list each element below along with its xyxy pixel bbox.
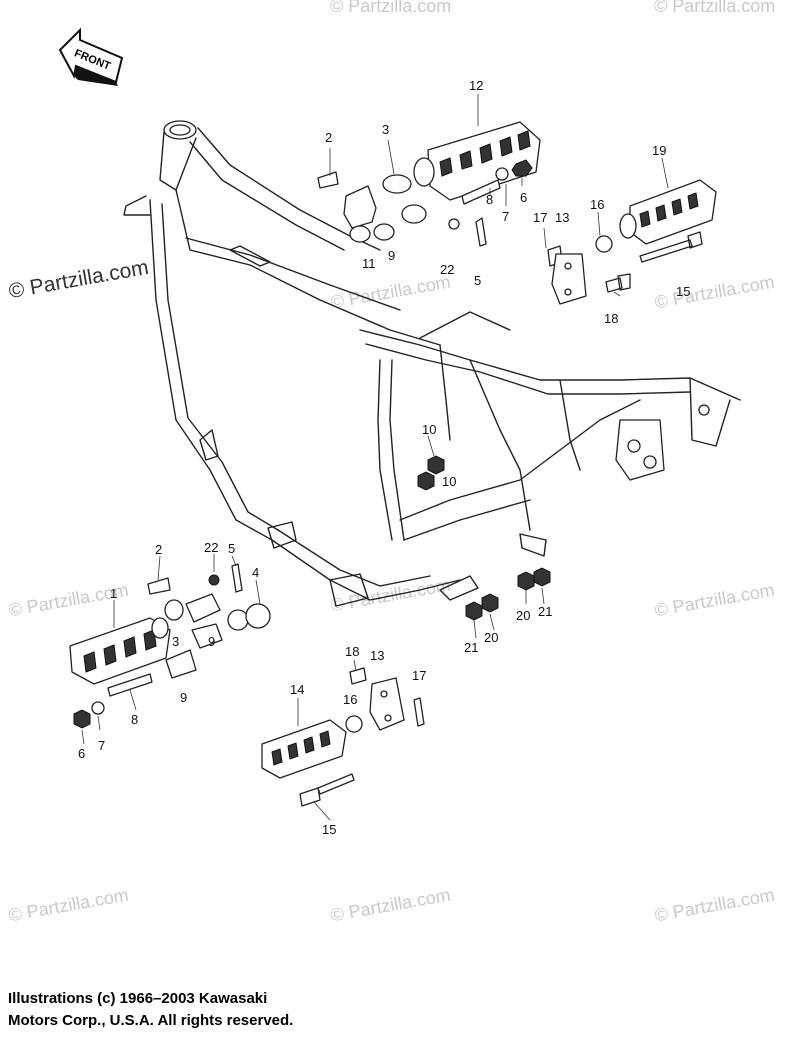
steering-head-bore [169,124,191,136]
callout-22: 22 [204,540,218,555]
callout-9: 9 [208,634,215,649]
partzilla-watermark: © Partzilla.com [330,0,452,16]
cotter-pin-17 [413,697,425,727]
rear-footrest-bracket-plate [615,419,665,481]
cotter-pin-5 [475,217,487,247]
callout-13: 13 [555,210,569,225]
callout-18: 18 [604,311,618,326]
credit-line-1: Illustrations (c) 1966–2003 Kawasaki [8,990,268,1007]
callout-8: 8 [486,192,493,207]
callout-20: 20 [516,608,530,623]
bolt-2 [317,171,339,189]
washer-16 [595,235,613,253]
washer-3 [382,174,412,194]
leader-lines [81,94,669,821]
nut-21 [465,601,483,621]
washer-22 [448,218,460,230]
motorcycle-frame [123,120,741,607]
footrest-bracket-13 [369,677,405,731]
bolt-15 [299,773,355,807]
spacer-9 [401,204,427,224]
callout-17: 17 [533,210,547,225]
callout-3: 3 [382,122,389,137]
washer-7 [495,167,509,181]
callout-22: 22 [440,262,454,277]
nut-20 [517,571,535,591]
bolt-18 [605,273,631,293]
spacer-4 [245,603,271,629]
nut-6 [511,159,533,177]
rear-footrest-assembly-upper [317,121,717,305]
nut-10 [417,471,435,491]
frame-nuts [417,455,551,621]
callout-6: 6 [78,746,85,761]
spacer-9 [191,623,223,649]
callout-15: 15 [322,822,336,837]
callout-14: 14 [290,682,304,697]
nut-20 [481,593,499,613]
footrest-pin-8 [107,673,153,697]
callout-16: 16 [590,197,604,212]
callout-20: 20 [484,630,498,645]
washer-22 [208,574,220,586]
callout-7: 7 [502,209,509,224]
footrest-rubber-19 [619,179,717,245]
footrest-rubber-1 [69,617,171,685]
callout-21: 21 [538,604,552,619]
callout-18: 18 [345,644,359,659]
footrest-holder-11 [343,185,377,229]
callout-13: 13 [370,648,384,663]
nut-21 [533,567,551,587]
nut-6 [73,709,91,729]
callout-9: 9 [388,248,395,263]
footrest-pin-8 [461,179,501,205]
callout-17: 17 [412,668,426,683]
cotter-pin-5 [231,563,243,593]
bolt-15 [639,231,703,263]
callout-8: 8 [131,712,138,727]
callout-15: 15 [676,284,690,299]
callout-7: 7 [98,738,105,753]
callout-5: 5 [474,273,481,288]
callout-21: 21 [464,640,478,655]
callout-11: 11 [362,256,376,271]
callout-2: 2 [325,130,332,145]
partzilla-watermark: © Partzilla.com [654,0,776,16]
footrest-holder [185,593,221,623]
callout-6: 6 [520,190,527,205]
bolt-2 [147,577,171,595]
callout-10: 10 [442,474,456,489]
callout-3: 3 [172,634,179,649]
front-footrest-assembly [69,563,271,729]
bracket-hole [643,455,657,469]
copyright-credit: Illustrations (c) 1966–2003 Kawasaki Mot… [8,988,293,1032]
callout-19: 19 [652,143,666,158]
bolt-18 [349,667,367,685]
credit-line-2: Motors Corp., U.S.A. All rights reserved… [8,1012,294,1029]
callout-2: 2 [155,542,162,557]
front-arrow: FRONT [58,27,124,86]
callout-12: 12 [469,78,483,93]
washer-7 [91,701,105,715]
callout-1: 1 [110,586,117,601]
footrest-rubber-12 [413,121,541,201]
nut-10 [427,455,445,475]
rear-footrest-assembly-lower [261,667,425,807]
callout-10: 10 [422,422,436,437]
bracket-hole [627,439,641,453]
callout-9: 9 [180,690,187,705]
callout-4: 4 [252,565,259,580]
washer-16 [345,715,363,733]
footrest-bracket-13 [551,253,587,305]
part-callouts: 2 3 12 19 8 6 7 17 13 16 11 9 22 5 15 18… [78,78,690,837]
callout-16: 16 [343,692,357,707]
spacer-9 [165,649,197,679]
footrest-rubber-14 [261,719,347,779]
bracket-hole [698,404,710,416]
washer-3 [164,599,184,621]
callout-5: 5 [228,541,235,556]
